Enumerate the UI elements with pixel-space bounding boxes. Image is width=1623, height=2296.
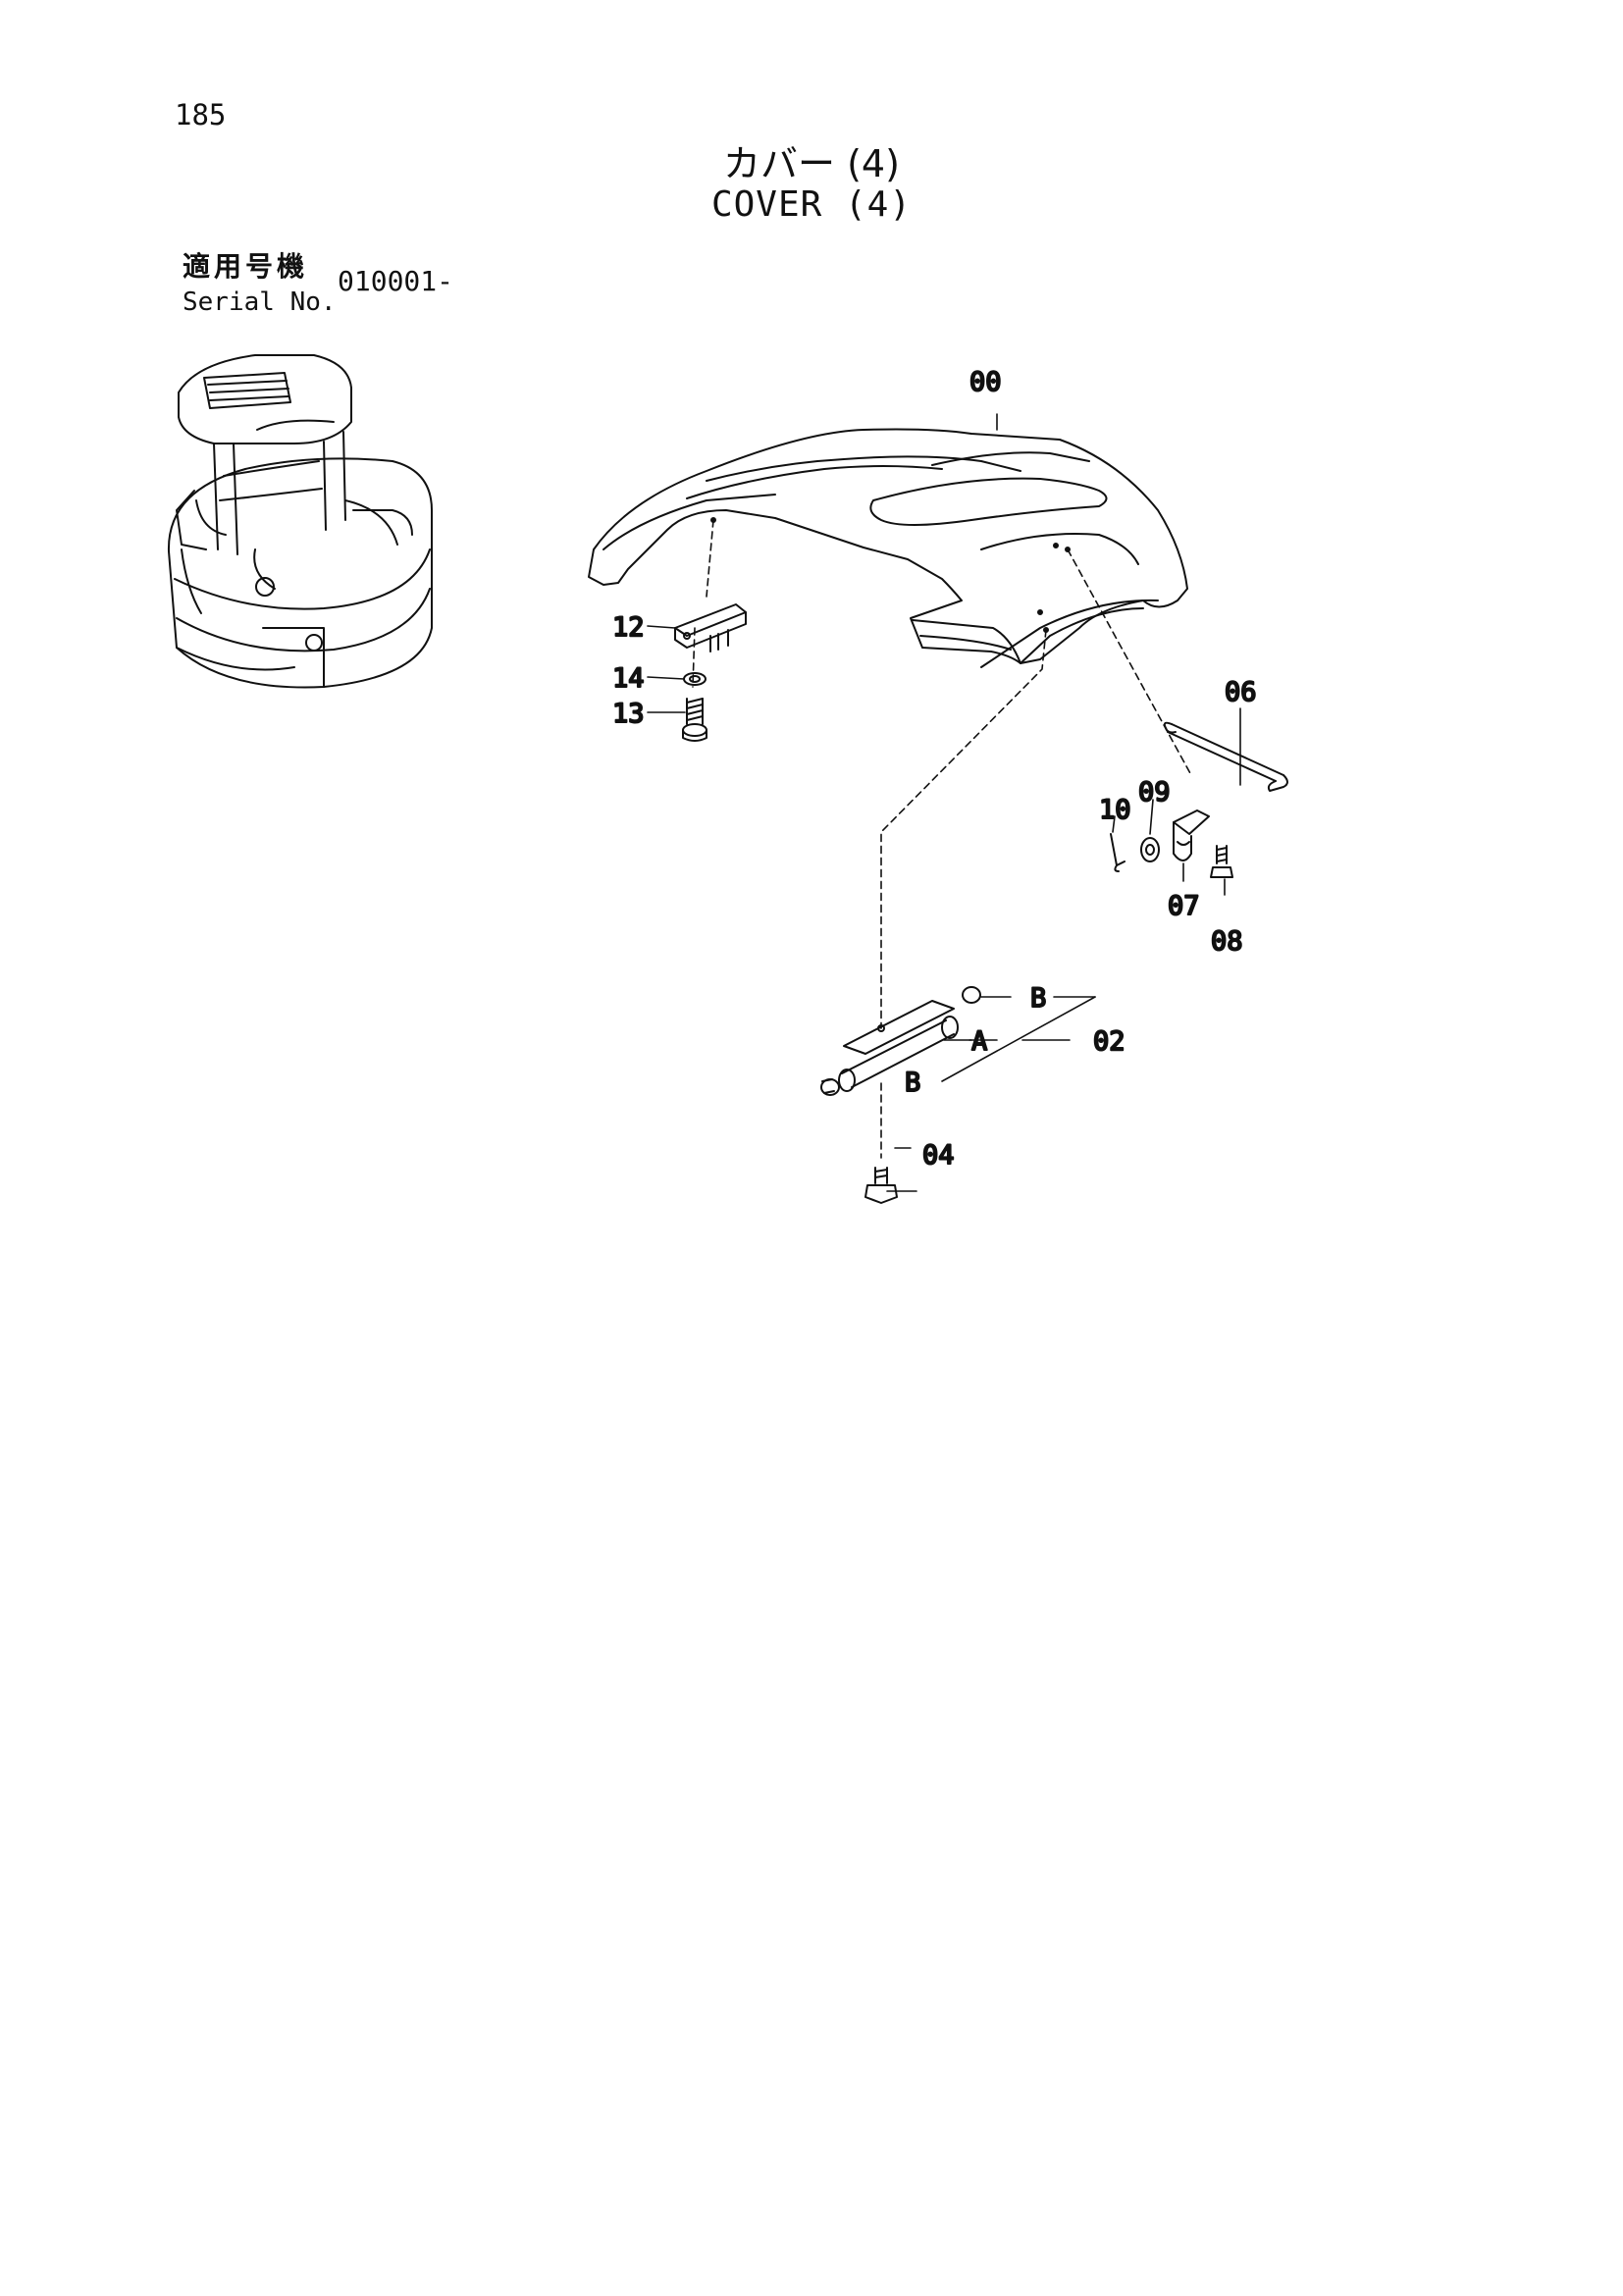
callout-B-lower: B xyxy=(905,1068,920,1098)
callout-13: 13 xyxy=(612,699,645,729)
part-12-bracket xyxy=(674,603,747,652)
callout-A: A xyxy=(971,1026,987,1057)
part-00-cover xyxy=(588,428,1188,668)
callout-02: 02 xyxy=(1093,1026,1126,1057)
part-02-hinge xyxy=(820,986,981,1096)
part-14-washer xyxy=(683,672,707,686)
callout-08: 08 xyxy=(1211,926,1243,957)
callout-00: 00 xyxy=(969,367,1002,397)
part-13-bolt xyxy=(682,698,707,742)
callout-B-upper: B xyxy=(1030,983,1046,1014)
part-06-rod xyxy=(1163,721,1288,792)
page-number: 185 xyxy=(175,98,227,131)
machine-overview-illustration xyxy=(167,354,433,689)
part-07-clamp xyxy=(1173,809,1210,861)
part-09-washer xyxy=(1140,837,1160,862)
callout-04: 04 xyxy=(922,1140,955,1171)
part-04-bolt xyxy=(864,1167,898,1204)
assembly-lines xyxy=(692,413,1192,1159)
callout-09: 09 xyxy=(1138,777,1171,808)
part-10-pin xyxy=(1110,833,1126,872)
serial-label-english: Serial No. xyxy=(183,287,337,317)
callout-07: 07 xyxy=(1168,891,1200,921)
callout-06: 06 xyxy=(1225,677,1257,707)
callout-12: 12 xyxy=(612,612,645,643)
serial-value: 010001- xyxy=(338,265,454,297)
part-08-screw xyxy=(1210,845,1233,878)
callout-10: 10 xyxy=(1099,795,1131,825)
serial-label-japanese: 適用号機 xyxy=(183,250,309,283)
callout-leaders xyxy=(647,625,1241,1192)
callout-14: 14 xyxy=(612,663,645,694)
title-japanese: カバー (4) xyxy=(723,142,900,185)
title-english: COVER (4) xyxy=(710,184,913,225)
